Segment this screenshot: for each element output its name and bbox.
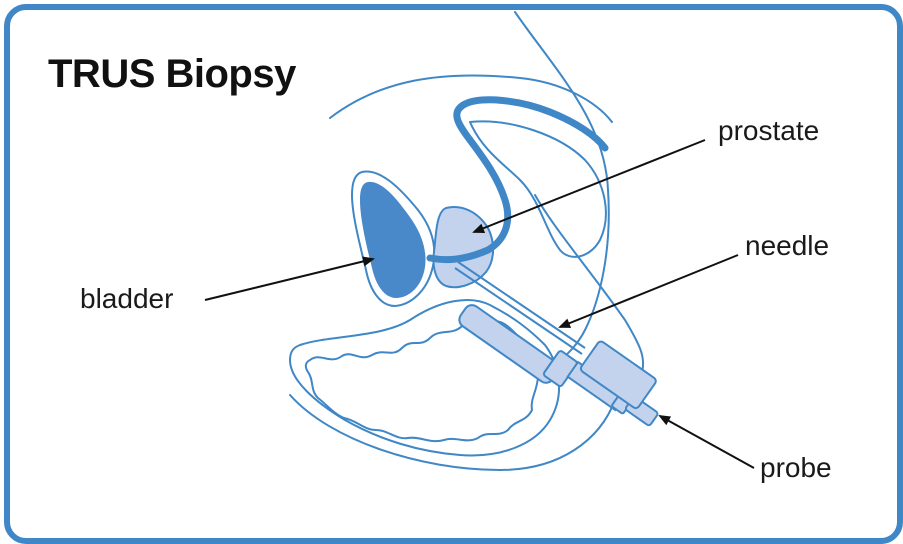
rectum-outer xyxy=(290,300,559,455)
diagram-title: TRUS Biopsy xyxy=(48,52,296,97)
arrow-bladder xyxy=(205,259,373,300)
label-prostate: prostate xyxy=(718,115,819,147)
arrow-needle xyxy=(560,255,738,327)
arrow-prostate xyxy=(474,140,705,232)
label-probe: probe xyxy=(760,452,832,484)
label-bladder: bladder xyxy=(80,283,173,315)
arrow-probe xyxy=(660,416,754,468)
leader-arrows xyxy=(205,140,754,468)
penis-base xyxy=(535,195,643,378)
lower-contour xyxy=(290,395,615,470)
label-needle: needle xyxy=(745,230,829,262)
prostate xyxy=(434,207,494,287)
probe xyxy=(456,302,658,426)
